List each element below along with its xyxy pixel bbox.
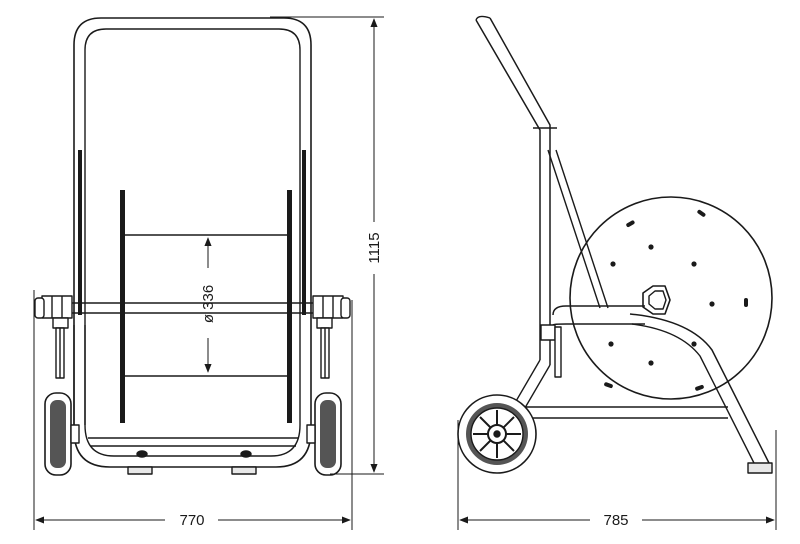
drum-right-flange — [287, 190, 292, 423]
front-view — [34, 17, 351, 476]
side-handle-tube — [475, 17, 551, 365]
height-label: 1115 — [366, 232, 383, 263]
reel-disc — [569, 196, 773, 400]
drum-left-flange — [120, 190, 125, 423]
drum-diameter-label: ø 336 — [200, 285, 217, 323]
dimension-lines — [33, 16, 777, 530]
side-view — [457, 15, 773, 474]
front-frame-outer — [73, 17, 312, 468]
side-width-label: 785 — [603, 512, 628, 529]
front-width-label: 770 — [179, 512, 204, 529]
front-frame-inner — [84, 28, 301, 457]
